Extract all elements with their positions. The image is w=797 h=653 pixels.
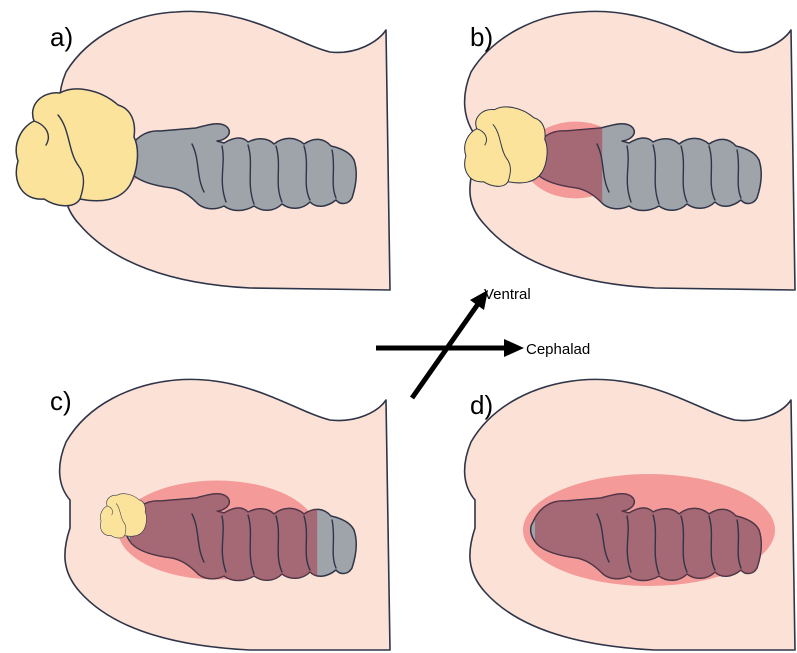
panel-label-c: c): [50, 386, 72, 416]
panel-label-b: b): [470, 22, 493, 52]
cephalad-label: Cephalad: [526, 341, 590, 358]
panel-c: [60, 379, 390, 650]
panel-label-d: d): [470, 390, 493, 420]
gland-shape: [16, 89, 137, 206]
gland-shape: [100, 494, 146, 538]
ventral-label: Ventral: [484, 286, 531, 303]
ventral-arrow: [412, 304, 478, 398]
panel-a: [16, 11, 390, 290]
panel-label-a: a): [50, 22, 73, 52]
panel-d: [465, 379, 795, 650]
cephalad-arrowhead: [504, 339, 524, 357]
gland-shape: [465, 107, 547, 186]
orientation-axes: Ventral Cephalad: [376, 286, 590, 398]
panel-b: [465, 11, 795, 290]
